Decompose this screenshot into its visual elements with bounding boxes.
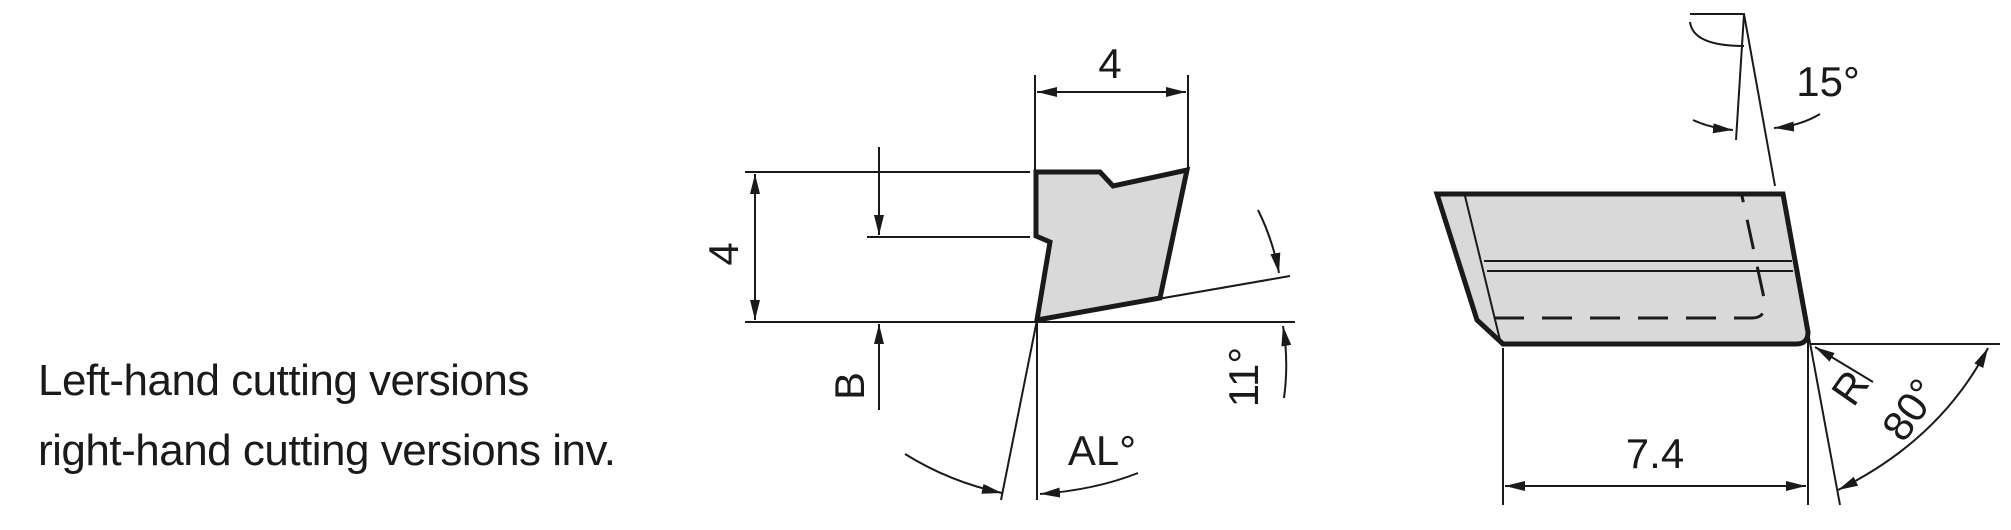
lead-angle-arc-left [904, 453, 1003, 494]
angle-arc-15-right [1773, 113, 1821, 132]
radius-label: R [1822, 362, 1878, 414]
corner-angle-arc [1837, 347, 1989, 491]
relief-angle-label: 11° [1220, 347, 1267, 407]
corner-edge-extension [1807, 331, 1841, 506]
width-dimension-label: 4 [1098, 40, 1121, 87]
caption-right-hand: right-hand cutting versions inv. [38, 426, 616, 475]
length-dimension-label: 7.4 [1626, 430, 1684, 477]
top-view: 15° 7.4 R 80° [1433, 13, 2000, 506]
lead-angle-arc-right [1039, 472, 1139, 498]
angle-arc-15-left [1692, 119, 1734, 134]
relief-line [1036, 275, 1291, 321]
corner-angle-label: 80° [1873, 370, 1948, 449]
caption-left-hand: Left-hand cutting versions [38, 356, 529, 405]
lead-angle-label: AL° [1068, 427, 1136, 474]
side-view: 4 4 B 11° AL° [700, 40, 1295, 501]
wedge-arc [1689, 21, 1745, 47]
relief-angle-arc-upper [1257, 209, 1281, 274]
lead-angled-line [1000, 319, 1038, 501]
b-dimension-label: B [826, 372, 873, 400]
hidden-contour [1494, 195, 1767, 320]
relief-angle-arc-lower [1281, 325, 1292, 399]
height-dimension-label: 4 [700, 242, 747, 265]
wedge-vertical [1735, 13, 1745, 141]
insert-outline [1433, 191, 1811, 347]
inner-edge-line [1464, 195, 1501, 341]
top-angle-label: 15° [1796, 58, 1860, 105]
